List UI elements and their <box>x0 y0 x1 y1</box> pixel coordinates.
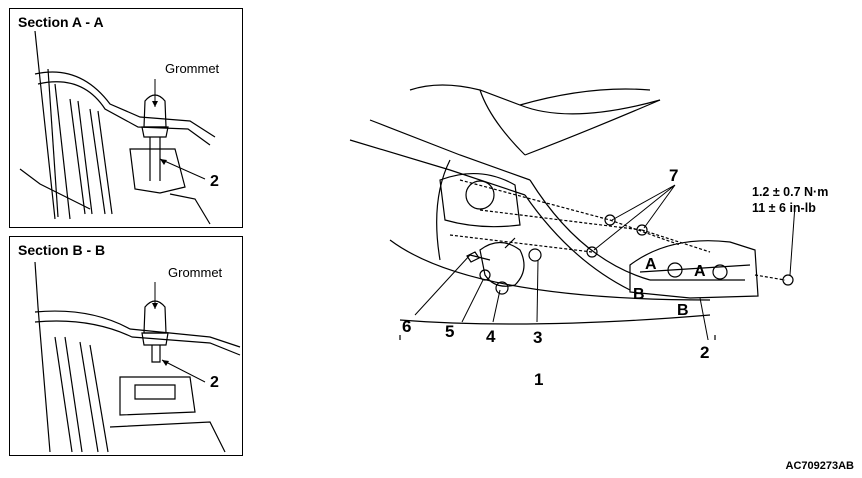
section-a-callout-2: 2 <box>210 173 219 190</box>
section-b-grommet-label: Grommet <box>168 265 223 280</box>
section-a-grommet-label: Grommet <box>165 61 220 76</box>
callout-4: 4 <box>486 327 496 346</box>
callout-5: 5 <box>445 322 455 341</box>
section-b-panel: Section B - B Grommet 2 <box>9 236 243 456</box>
callout-7: 7 <box>669 166 679 185</box>
callout-3: 3 <box>533 328 543 347</box>
figure-id: AC709273AB <box>785 460 854 472</box>
section-mark-b-right: B <box>677 302 689 319</box>
section-mark-a-left: A <box>645 256 657 273</box>
section-a-drawing <box>19 30 216 225</box>
section-a-title: Section A - A <box>18 14 104 30</box>
callout-6: 6 <box>402 317 412 336</box>
section-b-drawing <box>34 261 241 453</box>
torque-spec: 1.2 ± 0.7 N·m 11 ± 6 in-lb <box>752 184 828 216</box>
section-mark-a-right: A <box>694 263 706 280</box>
section-b-callout-2: 2 <box>210 374 219 391</box>
callout-1: 1 <box>534 370 544 389</box>
torque-inlb: 11 ± 6 in-lb <box>752 201 816 215</box>
callout-2: 2 <box>700 343 710 362</box>
section-mark-b-left: B <box>633 286 645 303</box>
main-assembly-drawing <box>349 84 796 340</box>
torque-nm: 1.2 ± 0.7 N·m <box>752 185 829 199</box>
section-b-title: Section B - B <box>18 242 106 258</box>
section-a-panel: Section A - A Grommet 2 <box>9 8 243 228</box>
